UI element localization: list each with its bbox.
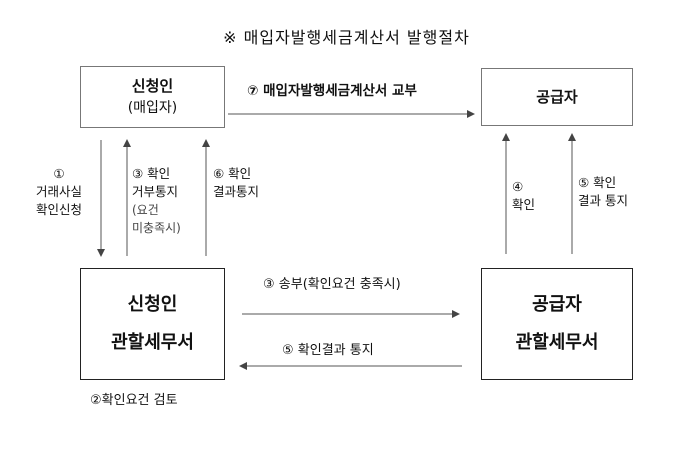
step6-label: ⑥ 확인 결과통지 [213, 165, 259, 201]
supplier-office-line2: 관할세무서 [515, 332, 599, 353]
buyer-box-title: 신청인 [131, 77, 174, 95]
supplier-office-box: 공급자 관할세무서 [481, 268, 633, 380]
step1-label: ① 거래사실 확인신청 [28, 165, 90, 219]
step7-label: ⑦ 매입자발행세금계산서 교부 [247, 83, 417, 99]
step4-text: 확인 [512, 197, 536, 212]
supplier-box-title: 공급자 [536, 88, 578, 106]
step1-line1: 거래사실 [35, 184, 82, 199]
buyer-box-subtitle: (매입자) [127, 100, 178, 116]
step3-refusal-line1: ③ 확인 [132, 166, 171, 181]
step4-number: ④ [512, 179, 524, 194]
step3-refusal-line4: 미충족시) [132, 221, 181, 235]
step5-notify-label: ⑤ 확인결과 통지 [282, 343, 374, 358]
page-title: ※ 매입자발행세금계산서 발행절차 [223, 28, 470, 47]
step1-number: ① [53, 166, 65, 181]
buyer-box: 신청인 (매입자) [80, 66, 225, 128]
step6-line1: ⑥ 확인 [213, 166, 252, 181]
step4-label: ④ 확인 [512, 178, 535, 214]
step5-result-label: ⑤ 확인 결과 통지 [578, 174, 628, 210]
step3-refusal-line2: 거부통지 [132, 184, 179, 199]
buyer-office-line2: 관할세무서 [111, 332, 194, 353]
step3-refusal-line3: (요건 [132, 203, 159, 217]
step6-line2: 결과통지 [213, 184, 260, 199]
step2-review-label: ②확인요건 검토 [90, 393, 178, 408]
buyer-office-line1: 신청인 [127, 294, 178, 315]
supplier-office-line1: 공급자 [532, 294, 582, 315]
step5-result-line1: ⑤ 확인 [578, 175, 617, 190]
step3-refusal-label: ③ 확인 거부통지 (요건 미충족시) [132, 165, 181, 237]
step3-send-label: ③ 송부(확인요건 충족시) [263, 277, 401, 292]
step5-result-line2: 결과 통지 [578, 193, 628, 208]
step1-line2: 확인신청 [35, 202, 82, 217]
supplier-box: 공급자 [481, 68, 633, 126]
buyer-office-box: 신청인 관할세무서 [80, 268, 225, 380]
